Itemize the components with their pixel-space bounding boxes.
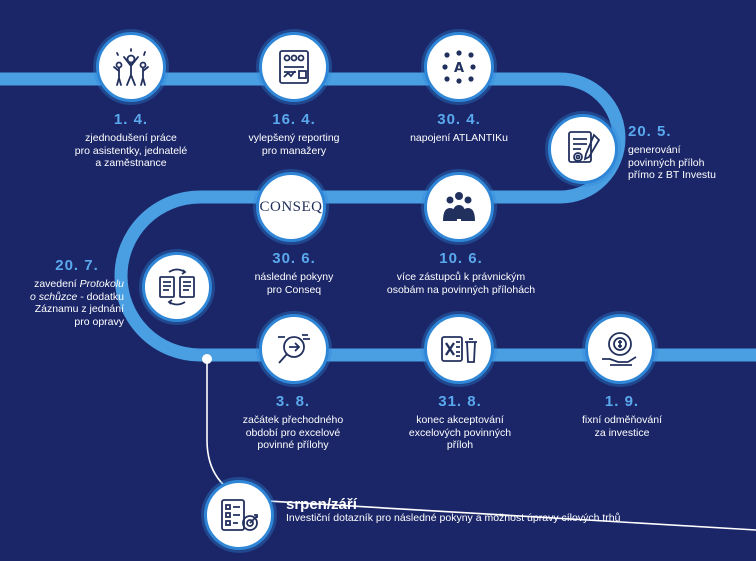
final-title: srpen/září [286, 496, 357, 513]
milestone-node-6: CONSEQ [256, 172, 326, 242]
milestone-text-4: generování povinných příloh přímo z BT I… [628, 144, 716, 181]
milestone-text-2: vylepšený reporting pro manažery [248, 132, 340, 157]
milestone-label-1: 1. 4. zjednodušení práce pro asistentky,… [58, 111, 204, 170]
milestone-node-4 [548, 114, 618, 184]
milestone-text-7-after: - dodatku Záznamu z jednání pro opravy [34, 290, 124, 328]
conseq-logo: CONSEQ [259, 198, 323, 215]
milestone-text-6: následné pokyny pro Conseq [254, 271, 334, 296]
milestone-text-7-before: zavedení [34, 278, 80, 290]
milestone-label-5: 10. 6. více zástupců k právnickým osobám… [376, 250, 546, 296]
milestone-text-1: zjednodušení práce pro asistentky, jedna… [74, 132, 188, 169]
document-gear-icon [568, 131, 601, 163]
milestone-date-3: 30. 4. [437, 111, 481, 128]
milestone-date-2: 16. 4. [272, 111, 316, 128]
milestone-node-9 [424, 314, 494, 384]
milestone-date-4: 20. 5. [628, 123, 672, 140]
milestone-label-3: 30. 4. napojení ATLANTIKu [394, 111, 524, 145]
hand-money-gear-icon [602, 332, 637, 366]
milestone-label-8: 3. 8. začátek přechodného období pro exc… [222, 393, 364, 452]
milestone-date-10: 1. 9. [604, 393, 640, 410]
milestone-label-10: 1. 9. fixní odměňování za investice [558, 393, 686, 439]
final-node [204, 480, 274, 550]
milestone-text-5: více zástupců k právnickým osobám na pov… [386, 271, 536, 296]
milestone-node-5 [424, 172, 494, 242]
milestone-date-7: 20. 7. [55, 257, 99, 274]
milestone-label-6: 30. 6. následné pokyny pro Conseq [226, 250, 362, 296]
milestone-node-2 [259, 32, 329, 102]
report-rating-icon [279, 50, 309, 84]
milestone-node-3: A [424, 32, 494, 102]
milestone-date-6: 30. 6. [272, 250, 316, 267]
final-text: Investiční dotazník pro následné pokyny … [286, 512, 621, 524]
svg-text:A: A [454, 61, 464, 76]
people-celebrating-icon [113, 48, 149, 86]
team-group-icon [443, 192, 475, 221]
milestone-date-9: 31. 8. [438, 393, 482, 410]
milestone-text-3: napojení ATLANTIKu [410, 132, 508, 144]
checklist-target-icon [221, 499, 258, 531]
milestone-text-8: začátek přechodného období pro excelové … [242, 414, 344, 451]
milestone-date-8: 3. 8. [275, 393, 311, 410]
milestone-date-1: 1. 4. [113, 111, 149, 128]
milestone-label-4: 20. 5. generování povinných příloh přímo… [628, 123, 748, 182]
milestone-label-9: 31. 8. konec akceptování excelových povi… [394, 393, 526, 452]
search-transition-icon [278, 334, 310, 364]
document-exchange-icon [159, 268, 195, 306]
milestone-text-7-italic: Protokolu o schůzce [30, 278, 124, 303]
branch-dot [202, 354, 212, 364]
milestone-text-9: konec akceptování excelových povinných p… [408, 414, 512, 451]
milestone-text-7: zavedení Protokolu o schůzce - dodatku Z… [30, 278, 124, 328]
milestone-node-10 [585, 314, 655, 384]
excel-trash-icon [441, 336, 477, 363]
milestone-date-5: 10. 6. [439, 250, 483, 267]
milestone-label-2: 16. 4. vylepšený reporting pro manažery [226, 111, 362, 157]
milestone-node-7 [142, 252, 212, 322]
atlantik-logo-icon: A [442, 50, 476, 84]
milestone-node-8 [259, 314, 329, 384]
milestone-text-10: fixní odměňování za investice [582, 414, 662, 439]
milestone-label-7: 20. 7. zavedení Protokolu o schůzce - do… [30, 257, 124, 328]
milestone-node-1 [96, 32, 166, 102]
